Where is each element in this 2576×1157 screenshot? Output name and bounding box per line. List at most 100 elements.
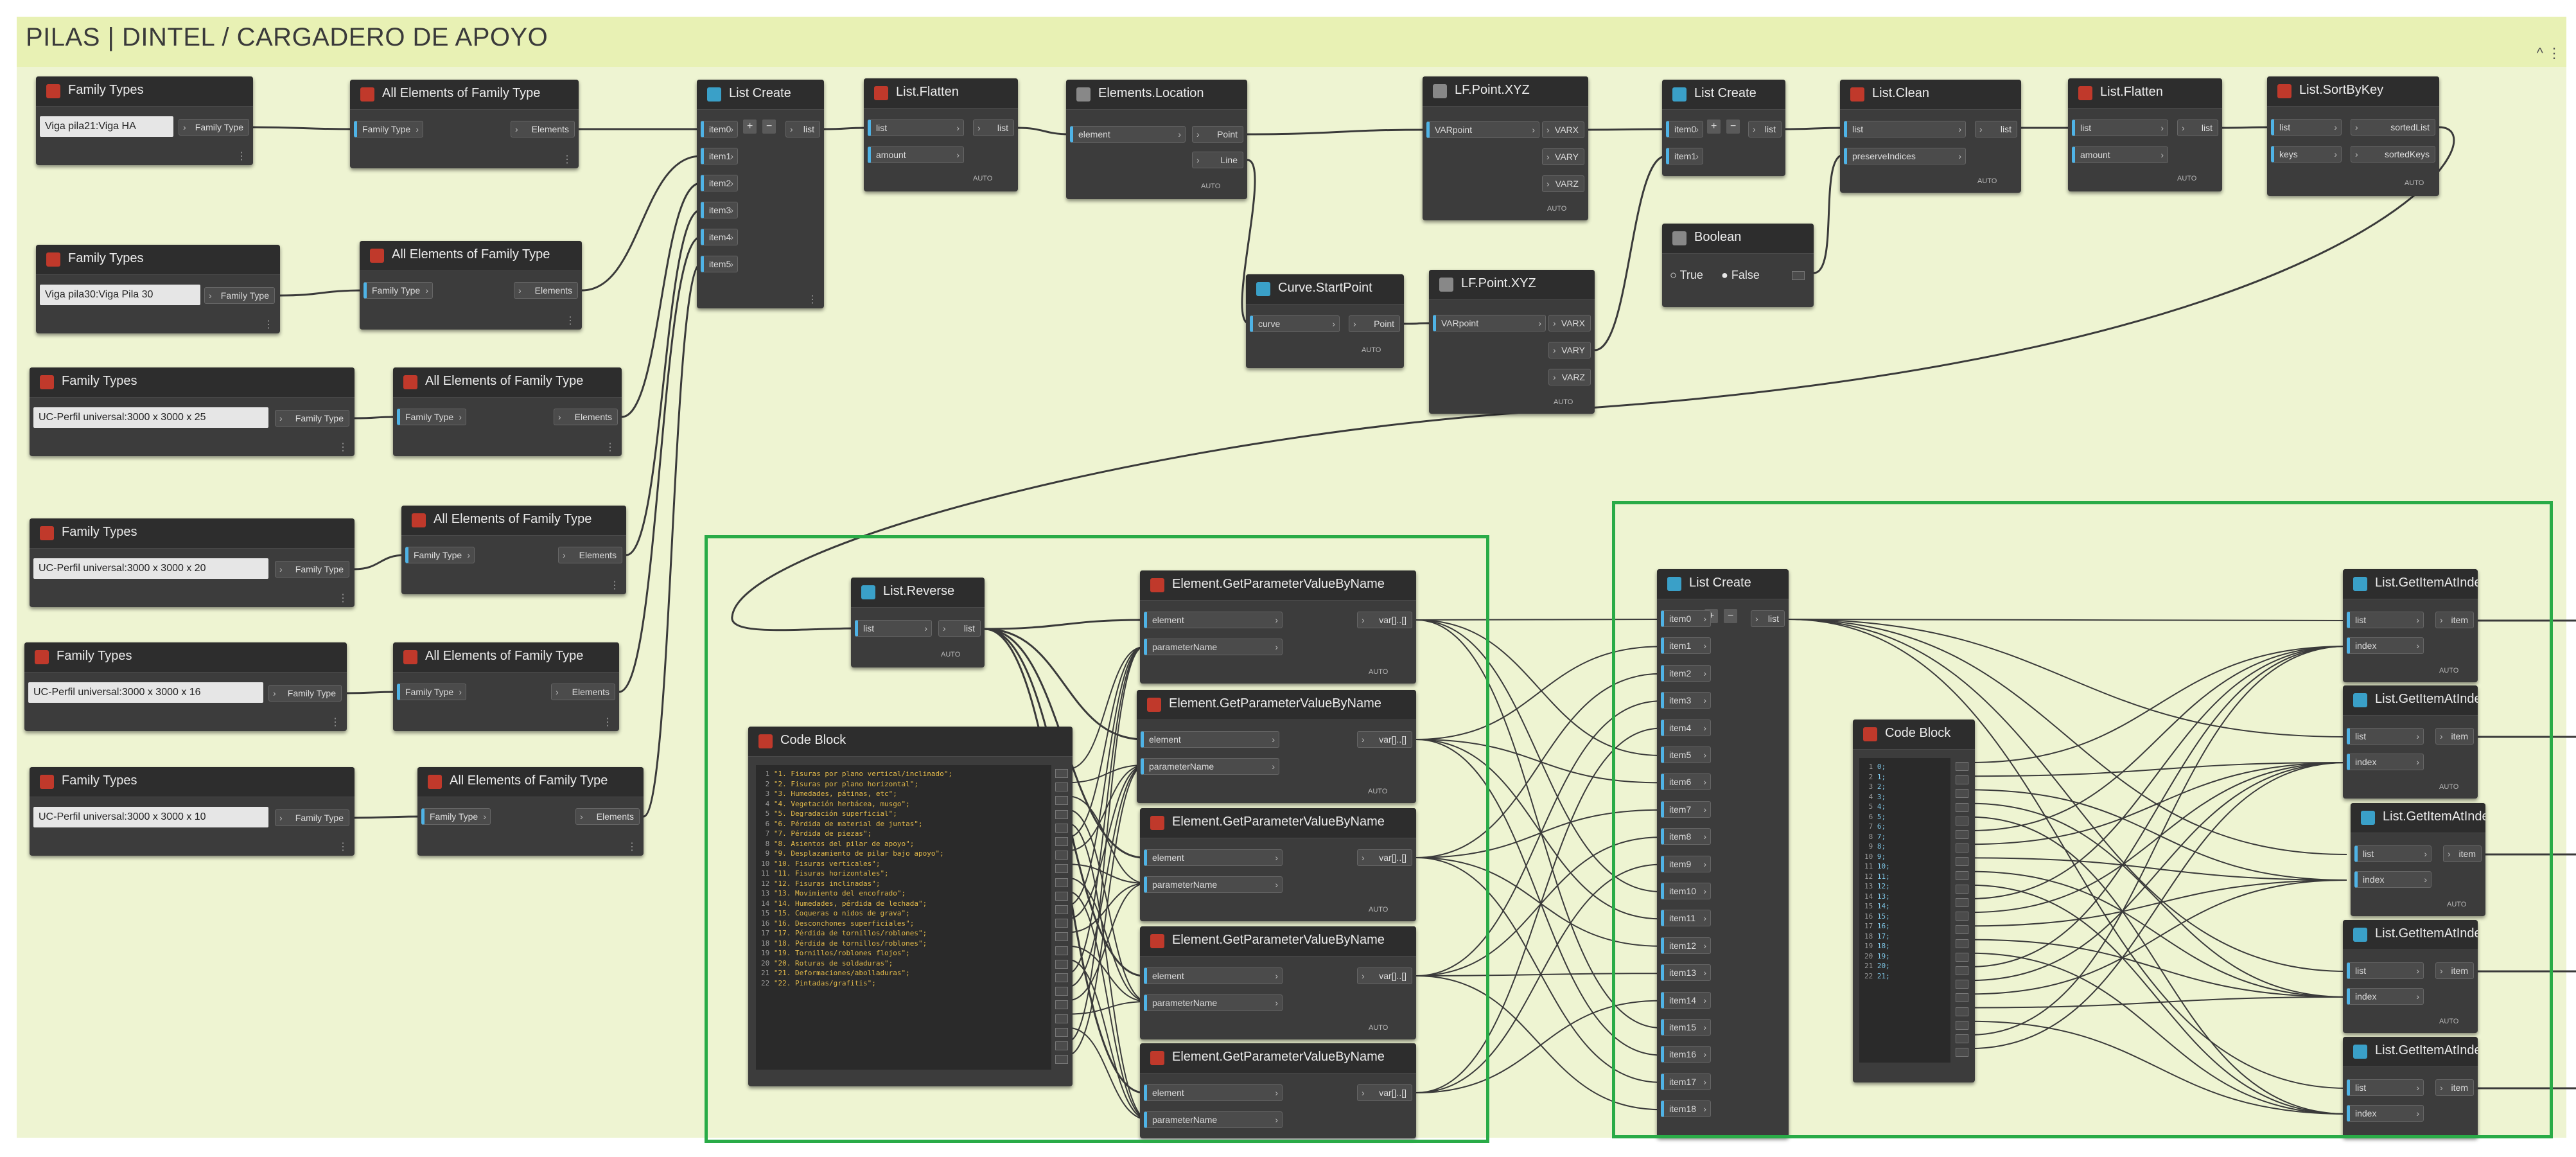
connector-wire[interactable] <box>1415 619 1661 756</box>
connector-wire[interactable] <box>1969 646 2347 1036</box>
group-header[interactable]: PILAS | DINTEL / CARGADERO DE APOYO ^ ⋮ <box>17 17 2566 67</box>
connector-wire[interactable] <box>1969 870 2347 998</box>
connector-wire[interactable] <box>1969 857 2347 881</box>
code-output-port[interactable] <box>1055 932 1068 942</box>
code-output-port[interactable] <box>1055 823 1068 833</box>
list-output[interactable]: list <box>1751 610 1785 627</box>
list-flatten-node-2[interactable]: List.Flatten list amount list AUTO <box>2068 78 2222 191</box>
code-output-port[interactable] <box>1055 851 1068 860</box>
list-create-input[interactable]: item16 <box>1661 1046 1711 1063</box>
get-parameter-node-2[interactable]: Element.GetParameterValueByName element … <box>1137 690 1416 803</box>
all-elements-node-2[interactable]: All Elements of Family Type Family Type … <box>360 241 582 330</box>
list-input[interactable]: list <box>2347 962 2424 979</box>
list-create-input[interactable]: item18 <box>1661 1100 1711 1118</box>
list-input[interactable]: list <box>2354 845 2431 862</box>
item-output[interactable]: item <box>2443 845 2482 862</box>
connector-wire[interactable] <box>1788 619 2347 1089</box>
index-input[interactable]: index <box>2347 1105 2424 1122</box>
get-parameter-node-4[interactable]: Element.GetParameterValueByName element … <box>1140 926 1416 1039</box>
connector-wire[interactable] <box>1067 764 1146 1056</box>
connector-wire[interactable] <box>279 289 364 297</box>
lacing-label[interactable]: AUTO <box>2447 901 2467 908</box>
code-output-port[interactable] <box>1956 912 1968 921</box>
keys-input[interactable]: keys <box>2271 146 2342 163</box>
connector-wire[interactable] <box>1969 789 2347 881</box>
code-output-port[interactable] <box>1055 919 1068 928</box>
curve-input[interactable]: curve <box>1250 315 1340 332</box>
connector-wire[interactable] <box>1969 762 2347 1050</box>
connector-wire[interactable] <box>643 263 701 818</box>
preserve-indices-input[interactable]: preserveIndices <box>1844 148 1966 164</box>
lacing-label[interactable]: AUTO <box>1368 788 1388 795</box>
var-output[interactable]: var[]..[] <box>1357 1084 1412 1101</box>
lacing-label[interactable]: AUTO <box>2439 667 2459 675</box>
point-output[interactable]: Point <box>1192 126 1243 143</box>
connector-wire[interactable] <box>1588 128 1667 131</box>
more-icon[interactable]: ⋮ <box>609 580 620 591</box>
code-output-port[interactable] <box>1055 1027 1068 1037</box>
connector-wire[interactable] <box>1067 890 1150 1120</box>
list-create-input[interactable]: item7 <box>1661 800 1711 818</box>
list-output[interactable]: list <box>785 121 820 137</box>
code-output-port[interactable] <box>1956 762 1968 771</box>
list-output[interactable]: list <box>2177 119 2218 136</box>
code-output-port[interactable] <box>1055 1041 1068 1050</box>
code-output-port[interactable] <box>1055 837 1068 846</box>
list-create-input[interactable]: item2 <box>701 175 738 191</box>
parameter-name-input[interactable]: parameterName <box>1144 876 1283 893</box>
family-types-node-2[interactable]: Family Types Viga pila30:Viga Pila 30 Fa… <box>36 245 280 333</box>
code-output-port[interactable] <box>1956 830 1968 839</box>
connector-wire[interactable] <box>1067 646 1144 974</box>
var-output[interactable]: var[]..[] <box>1357 849 1412 866</box>
code-output-port[interactable] <box>1956 1007 1968 1016</box>
connector-wire[interactable] <box>1969 762 2347 777</box>
list-output[interactable]: list <box>1975 121 2017 137</box>
connector-wire[interactable] <box>1969 646 2347 899</box>
code-output-port[interactable] <box>1956 939 1968 948</box>
connector-wire[interactable] <box>1788 619 2347 972</box>
code-output-port[interactable] <box>1055 796 1068 806</box>
add-input-button[interactable]: + <box>1707 119 1721 134</box>
lacing-label[interactable]: AUTO <box>2177 175 2197 182</box>
element-input[interactable]: element <box>1144 612 1283 628</box>
list-create-input[interactable]: item3 <box>1661 692 1711 709</box>
code-output-port[interactable] <box>1956 925 1968 935</box>
index-input[interactable]: index <box>2347 988 2424 1005</box>
code-output-port[interactable] <box>1055 878 1068 887</box>
code-output-port[interactable] <box>1956 870 1968 880</box>
list-create-input[interactable]: item6 <box>1661 773 1711 791</box>
code-output-port[interactable] <box>1055 987 1068 996</box>
get-item-at-index-node-2[interactable]: List.GetItemAtIndex list index item AUTO <box>2343 685 2478 799</box>
list-create-input[interactable]: item10 <box>1661 883 1711 899</box>
connector-wire[interactable] <box>1969 952 2347 1115</box>
index-input[interactable]: index <box>2347 637 2424 654</box>
code-output-port[interactable] <box>1055 891 1068 901</box>
list-create-input[interactable]: item15 <box>1661 1019 1711 1036</box>
var-output[interactable]: var[]..[] <box>1357 612 1412 628</box>
connector-wire[interactable] <box>252 126 355 130</box>
family-types-node-1[interactable]: Family Types Viga pila21:Viga HA Family … <box>36 76 253 165</box>
parameter-name-input[interactable]: parameterName <box>1144 639 1283 655</box>
family-type-dropdown[interactable]: UC-Perfil universal:3000 x 3000 x 16 <box>28 682 263 703</box>
point-output[interactable]: Point <box>1349 315 1400 332</box>
connector-wire[interactable] <box>1788 619 2347 855</box>
connector-wire[interactable] <box>1415 739 1661 920</box>
connector-wire[interactable] <box>1415 619 1661 621</box>
connector-wire[interactable] <box>1969 1020 2347 1115</box>
more-icon[interactable]: ⋮ <box>627 842 637 852</box>
list-create-input[interactable]: item13 <box>1661 964 1711 982</box>
list-create-input[interactable]: item1 <box>1661 637 1711 655</box>
code-output-port[interactable] <box>1956 898 1968 907</box>
more-icon[interactable]: ⋮ <box>338 842 348 852</box>
connector-wire[interactable] <box>1969 646 2347 763</box>
lf-point-xyz-node-2[interactable]: LF.Point.XYZ VARpoint VARX VARY VARZ AUT… <box>1429 270 1595 414</box>
family-type-input[interactable]: Family Type <box>364 282 433 299</box>
lacing-label[interactable]: AUTO <box>1362 346 1381 354</box>
family-type-input[interactable]: Family Type <box>354 121 423 137</box>
connector-wire[interactable] <box>626 209 701 556</box>
connector-wire[interactable] <box>1415 975 1661 1111</box>
line-output[interactable]: Line <box>1192 152 1243 168</box>
more-icon[interactable]: ⋮ <box>562 154 572 165</box>
family-type-input[interactable]: Family Type <box>397 684 466 700</box>
code-output-port[interactable] <box>1055 864 1068 874</box>
